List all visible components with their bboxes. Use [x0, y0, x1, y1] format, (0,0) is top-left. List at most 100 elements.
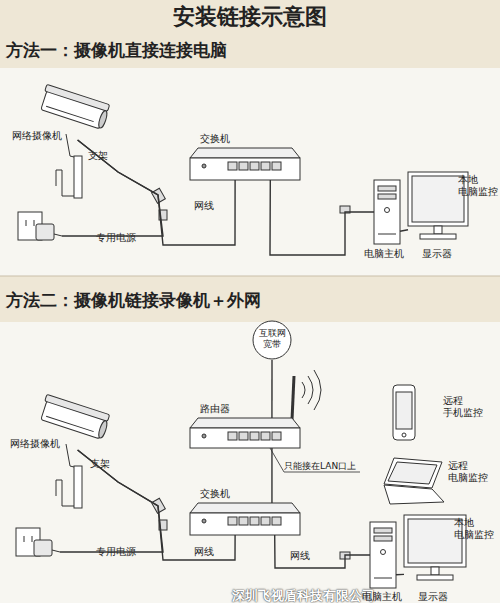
- device-label: 本地 电脑监控: [454, 517, 496, 541]
- phone-screen: [396, 392, 412, 429]
- monitor-screen: [412, 176, 464, 222]
- device-label: 显示器: [422, 248, 452, 260]
- cable-line: [78, 450, 236, 560]
- monitor-neck: [431, 567, 439, 575]
- device-label: 专用电源: [96, 546, 136, 558]
- camera-hood: [45, 394, 110, 421]
- camera-stand: [56, 444, 82, 508]
- device-drawing: [370, 522, 396, 588]
- monitor-screen: [408, 519, 462, 563]
- device-label: 远程 手机监控: [443, 395, 485, 419]
- device-label: 交换机: [200, 133, 230, 145]
- monitor-neck: [434, 226, 442, 234]
- port: [261, 432, 270, 440]
- section-heading: 方法一：摄像机直接连接电脑: [6, 40, 227, 60]
- device-label: 网络摄像机: [12, 130, 62, 142]
- cable-line: [396, 574, 404, 576]
- port: [239, 432, 248, 440]
- device-front: [190, 428, 300, 448]
- laptop-base: [384, 485, 444, 504]
- cable-line: [60, 450, 163, 552]
- camera-node: 网络摄像机: [38, 392, 110, 450]
- note-label: 只能接在LAN口上: [284, 461, 356, 472]
- panel: [0, 68, 500, 276]
- stand-plate: [74, 466, 82, 508]
- port: [250, 162, 259, 170]
- port: [272, 432, 281, 440]
- router-antenna: [292, 370, 321, 420]
- adapter-cord: [54, 234, 62, 236]
- cable-line: [400, 230, 408, 231]
- section-heading: 方法二：摄像机链接录像机＋外网: [6, 290, 261, 310]
- monitor-base: [420, 234, 456, 239]
- camera-stand: [56, 134, 82, 198]
- cable-line: [271, 360, 272, 418]
- cable-label: 网线: [290, 550, 310, 562]
- tower-case: [370, 522, 396, 588]
- port: [228, 517, 237, 525]
- wifi-wave: [308, 376, 313, 404]
- monitor-node: 显示器本地 电脑监控: [404, 515, 466, 581]
- switch-node: 交换机: [190, 148, 300, 180]
- laptop-display: [388, 462, 437, 484]
- monitor-base: [417, 575, 453, 580]
- port: [261, 517, 270, 525]
- slot: [26, 220, 27, 226]
- computer-node: 电脑主机: [374, 180, 400, 244]
- power-button: [381, 550, 386, 555]
- device-top: [190, 148, 300, 158]
- camera-lens: [97, 420, 108, 439]
- antenna: [292, 376, 294, 420]
- cable-line: [275, 535, 370, 568]
- laptop-node: 远程 电脑监控: [378, 458, 444, 506]
- adapter-cord: [52, 550, 60, 552]
- device-drawing: [190, 148, 300, 180]
- device-drawing: [190, 418, 300, 448]
- phone-body: [393, 385, 415, 440]
- panel: [0, 322, 500, 603]
- switch-node: 交换机: [190, 503, 300, 535]
- phone-node: 远程 手机监控: [393, 385, 415, 440]
- device-front: [190, 513, 300, 535]
- device-label: 专用电源: [96, 232, 136, 244]
- leader-line: [270, 448, 360, 472]
- device-top: [190, 418, 300, 428]
- port: [272, 162, 281, 170]
- camera-body: [39, 394, 111, 439]
- camera-line: [46, 416, 94, 431]
- device-drawing: [378, 458, 444, 506]
- separator: [0, 276, 500, 277]
- connector: [152, 188, 166, 203]
- connector: [340, 206, 350, 213]
- router-node: 路由器: [190, 418, 300, 448]
- cable-label: 网线: [194, 200, 214, 212]
- camera-node: 网络摄像机: [38, 82, 110, 140]
- indicator: [202, 164, 206, 168]
- port: [250, 432, 259, 440]
- drive-bay: [378, 194, 396, 199]
- power-node: 专用电源: [16, 528, 60, 560]
- connector: [340, 552, 350, 559]
- wifi-wave: [302, 382, 305, 398]
- internet-circle: [253, 321, 291, 359]
- cable-line: [62, 140, 163, 236]
- port: [228, 162, 237, 170]
- slot: [24, 536, 25, 542]
- cable-connector: [152, 188, 350, 559]
- adapter: [34, 540, 52, 556]
- part-label: 支架: [90, 458, 110, 470]
- camera-lens: [97, 110, 108, 129]
- power-button: [385, 208, 390, 213]
- monitor-node: 显示器本地 电脑监控: [408, 172, 468, 240]
- laptop-screen: [384, 458, 442, 488]
- device-drawing: [393, 385, 415, 440]
- device-front: [190, 158, 300, 180]
- port: [250, 517, 259, 525]
- device-label: 电脑主机: [364, 248, 404, 260]
- vent: [374, 578, 392, 579]
- watermark: 深圳飞视盾科技有限公司: [232, 588, 375, 603]
- slot: [34, 220, 35, 226]
- cable-line: [78, 140, 236, 245]
